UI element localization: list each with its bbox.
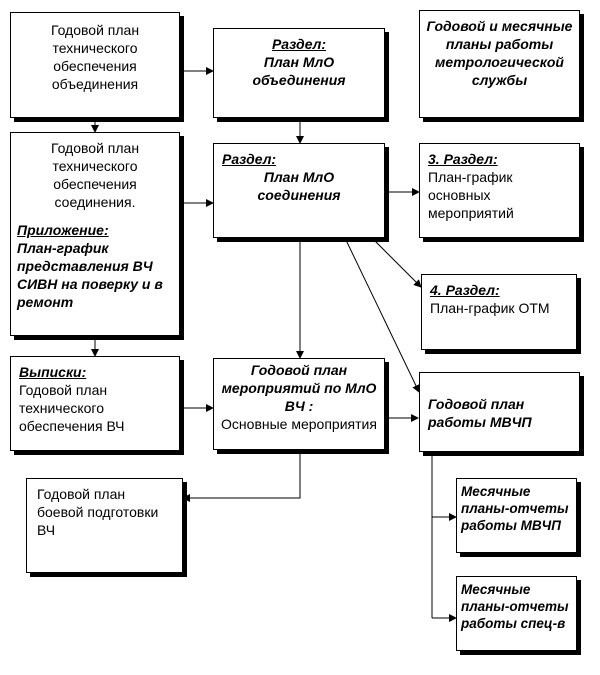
box-section4-otm: 4. Раздел: План-график ОТМ <box>421 274 577 350</box>
box-monthly-reports-specialists: Месячные планы-отчеты работы спец-в <box>456 576 577 651</box>
box-text: Месячные планы-отчеты работы спец-в <box>461 582 569 631</box>
section-label: 3. Раздел: <box>428 151 498 167</box>
section-label: Раздел: <box>222 151 277 167</box>
box-metrology-service-plans: Годовой и месячные планы работы метролог… <box>419 10 580 118</box>
box-monthly-reports-mvchp: Месячные планы-отчеты работы МВЧП <box>456 478 577 553</box>
box-text: Годовой и месячные планы работы метролог… <box>426 18 573 88</box>
box-text: Годовой план боевой подготовки ВЧ <box>37 486 159 538</box>
box-text: Годовой план технического обеспечения ВЧ <box>19 382 125 434</box>
box-section-mlo-formation: Раздел: План МлО соединения <box>213 143 385 238</box>
section-title: План МлО объединения <box>252 54 346 88</box>
arrow-mlo-soed-to-mvchp <box>344 237 420 393</box>
box-text: Месячные планы-отчеты работы МВЧП <box>461 484 569 533</box>
appendix-text: План-график представления ВЧ СИВН на пов… <box>17 240 163 310</box>
box-section3-schedule: 3. Раздел: План-график основных мероприя… <box>419 143 580 238</box>
box-annual-plan-formation: Годовой план технического обеспечения со… <box>10 132 180 336</box>
box-annual-plan-association: Годовой план технического обеспечения об… <box>10 12 180 118</box>
box-title: Годовой план работы МВЧП <box>428 396 532 430</box>
box-text: Годовой план технического обеспечения со… <box>50 140 140 210</box>
box-title: Годовой план мероприятий по МлО ВЧ : <box>221 362 377 414</box>
arrow-mlo-soed-to-razdel4 <box>371 237 422 288</box>
box-text: Основные мероприятия <box>221 416 377 432</box>
box-text: План-график ОТМ <box>430 300 550 316</box>
box-annual-measures-plan-unit: Годовой план мероприятий по МлО ВЧ : Осн… <box>213 358 385 450</box>
box-annual-plan-mvchp: Годовой план работы МВЧП <box>419 372 580 452</box>
box-annual-combat-training-plan: Годовой план боевой подготовки ВЧ <box>26 478 183 573</box>
box-section-mlo-association: Раздел: План МлО объединения <box>213 28 385 118</box>
section-label: 4. Раздел: <box>430 282 500 298</box>
box-text: План-график основных мероприятий <box>428 169 514 221</box>
connector-plan-mer-to-bp <box>182 450 301 502</box>
box-text: Годовой план технического обеспечения об… <box>50 22 140 92</box>
section-title: План МлО соединения <box>257 169 341 203</box>
extracts-label: Выписки: <box>19 364 87 380</box>
box-extracts-annual-plan-unit: Выписки: Годовой план технического обесп… <box>10 356 180 451</box>
section-label: Раздел: <box>271 36 327 52</box>
appendix-label: Приложение: <box>17 222 109 238</box>
